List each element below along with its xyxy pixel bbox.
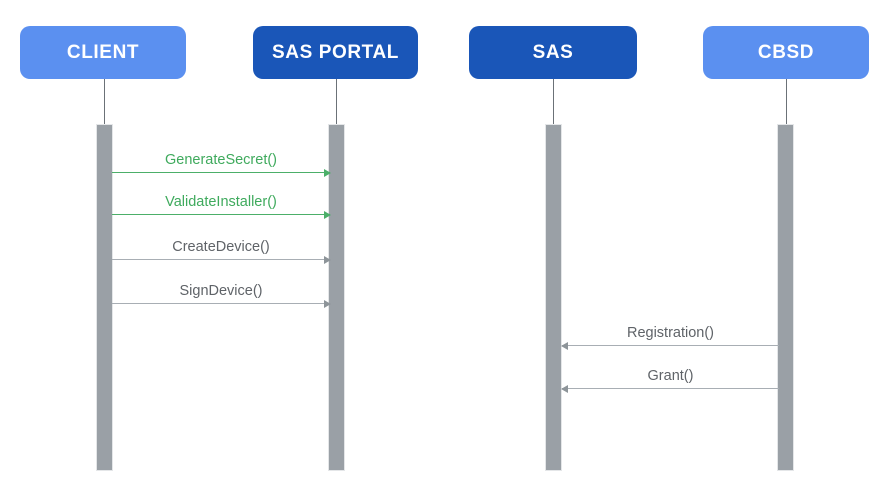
participant-label-sas-portal: SAS PORTAL [271, 41, 400, 63]
lifeline-sas [553, 79, 554, 124]
activation-bar-sas-portal[interactable] [328, 124, 345, 471]
participant-sas[interactable]: SAS [469, 26, 637, 79]
message-line-registration [562, 345, 779, 346]
activation-bar-client[interactable] [96, 124, 113, 471]
message-line-sign-device [112, 303, 330, 304]
message-sign-device[interactable]: SignDevice() [112, 283, 331, 308]
participant-sas-portal[interactable]: SAS PORTAL [253, 26, 418, 79]
message-line-grant [562, 388, 779, 389]
activation-bar-sas[interactable] [545, 124, 562, 471]
participant-client[interactable]: CLIENT [20, 26, 186, 79]
message-registration[interactable]: Registration() [561, 325, 779, 350]
message-line-create-device [112, 259, 330, 260]
participant-label-cbsd: CBSD [757, 41, 815, 63]
message-label-validate-installer: ValidateInstaller() [165, 194, 277, 210]
message-label-registration: Registration() [626, 325, 715, 341]
arrowhead-left-icon [561, 341, 568, 350]
arrowhead-right-icon [324, 210, 331, 219]
participant-label-client: CLIENT [66, 41, 140, 63]
message-line-generate-secret [112, 172, 330, 173]
participant-label-sas: SAS [532, 41, 574, 63]
message-label-create-device: CreateDevice() [172, 239, 270, 255]
message-validate-installer[interactable]: ValidateInstaller() [112, 194, 331, 219]
arrowhead-right-icon [324, 168, 331, 177]
message-label-grant: Grant() [647, 368, 694, 384]
message-create-device[interactable]: CreateDevice() [112, 239, 331, 264]
message-grant[interactable]: Grant() [561, 368, 779, 393]
message-generate-secret[interactable]: GenerateSecret() [112, 152, 331, 177]
message-label-sign-device: SignDevice() [179, 283, 263, 299]
arrowhead-left-icon [561, 384, 568, 393]
message-line-validate-installer [112, 214, 330, 215]
participant-cbsd[interactable]: CBSD [703, 26, 869, 79]
activation-bar-cbsd[interactable] [777, 124, 794, 471]
arrowhead-right-icon [324, 255, 331, 264]
arrowhead-right-icon [324, 299, 331, 308]
lifeline-cbsd [786, 79, 787, 124]
lifeline-client [104, 79, 105, 124]
message-label-generate-secret: GenerateSecret() [164, 152, 278, 168]
lifeline-sas-portal [336, 79, 337, 124]
